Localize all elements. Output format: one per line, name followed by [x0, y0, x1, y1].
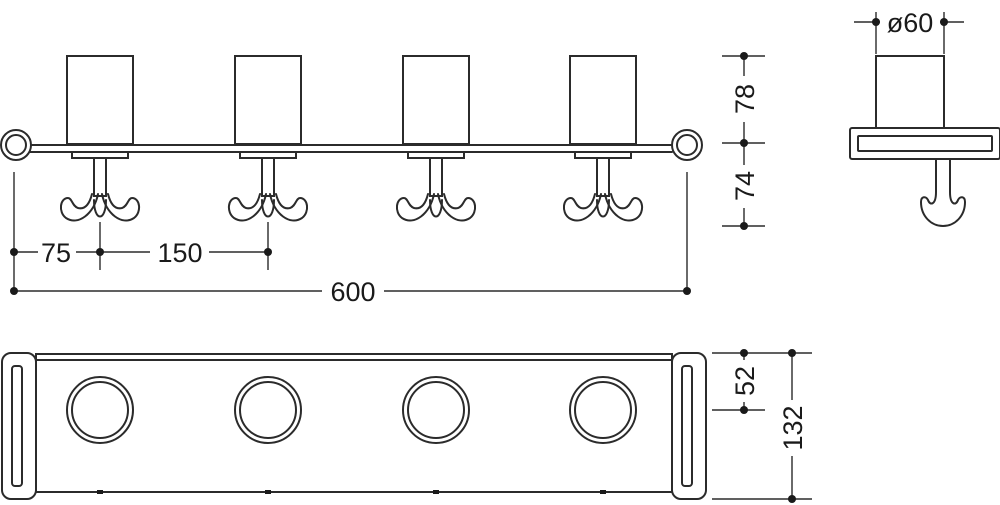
dim-52-label: 52 — [730, 366, 760, 396]
hook-cup — [234, 55, 302, 145]
dim-52-dot-top — [740, 349, 748, 357]
dim-78-label: 78 — [730, 84, 760, 114]
hook-unit-top — [66, 376, 134, 494]
hook-stem — [429, 157, 443, 197]
dim-52-dot-bottom — [740, 406, 748, 414]
dim-dia-dot-left — [872, 18, 880, 26]
dim-132-label: 132 — [778, 405, 808, 450]
dim-132-dot-bottom — [788, 495, 796, 503]
hook-rosette-outer — [234, 376, 302, 444]
side-cup — [875, 55, 945, 129]
hook-unit-front — [228, 55, 308, 222]
top-view-dimensions: 52 132 — [712, 349, 812, 503]
hook-arm — [437, 193, 476, 222]
top-left-bracket-slot — [11, 365, 23, 487]
dim-600-dot-right — [683, 287, 691, 295]
top-right-bracket — [671, 352, 707, 500]
dim-132-dot-top — [788, 349, 796, 357]
hook-arm — [604, 193, 643, 222]
hook-units-front — [60, 55, 643, 222]
hook-arm — [101, 193, 140, 222]
hook-tip — [93, 199, 107, 218]
hook-rosette-outer — [402, 376, 470, 444]
hook-tip-marker — [600, 490, 606, 494]
dim-78-dot-bottom — [740, 139, 748, 147]
dim-74-dot-bottom — [740, 222, 748, 230]
hook-cup — [402, 55, 470, 145]
left-end-cap-inner — [5, 134, 27, 156]
hook-stem — [261, 157, 275, 197]
top-left-bracket — [1, 352, 37, 500]
dim-75-dot-left — [10, 248, 18, 256]
dim-150-label: 150 — [157, 238, 202, 268]
hook-unit-front — [60, 55, 140, 222]
hook-unit-top — [234, 376, 302, 494]
hook-rosette-inner — [71, 381, 129, 439]
hook-tip-marker — [433, 490, 439, 494]
hook-tip — [429, 199, 443, 218]
hook-arm — [563, 193, 602, 222]
front-view-dimensions: 75 150 600 78 74 — [10, 52, 765, 307]
hook-stem — [93, 157, 107, 197]
dim-dia-dot-right — [940, 18, 948, 26]
hook-cup — [66, 55, 134, 145]
hook-tip — [596, 199, 610, 218]
hook-rosette-inner — [239, 381, 297, 439]
top-view — [1, 352, 707, 500]
side-view: ø60 — [849, 8, 1000, 227]
hook-arm — [60, 193, 99, 222]
top-right-bracket-slot — [681, 365, 693, 487]
hook-rosette-inner — [574, 381, 632, 439]
dim-150-dot-right — [264, 248, 272, 256]
dim-75-dot-right — [96, 248, 104, 256]
side-mount-plate-inner — [857, 135, 993, 152]
hook-stem — [596, 157, 610, 197]
hook-unit-top — [569, 376, 637, 494]
front-view — [0, 55, 703, 222]
hook-arm — [228, 193, 267, 222]
dim-74-label: 74 — [730, 171, 760, 201]
dim-78-dot-top — [740, 52, 748, 60]
hook-rosette-inner — [407, 381, 465, 439]
hook-unit-top — [402, 376, 470, 494]
hook-rosette-outer — [569, 376, 637, 444]
dim-600-dot-left — [10, 287, 18, 295]
hook-tip-marker — [97, 490, 103, 494]
side-hook — [920, 159, 966, 227]
dim-diameter-label: ø60 — [887, 8, 934, 38]
hook-tip-marker — [265, 490, 271, 494]
hook-unit-front — [396, 55, 476, 222]
dim-75-label: 75 — [41, 238, 71, 268]
hook-units-top — [66, 376, 637, 494]
hook-cup — [569, 55, 637, 145]
hook-arm — [396, 193, 435, 222]
hook-tip — [261, 199, 275, 218]
side-mount-plate — [849, 127, 1000, 160]
hook-rosette-outer — [66, 376, 134, 444]
hook-unit-front — [563, 55, 643, 222]
hook-arm — [269, 193, 308, 222]
dim-600-label: 600 — [330, 277, 375, 307]
right-end-cap-inner — [676, 134, 698, 156]
top-bar-body — [35, 353, 673, 493]
